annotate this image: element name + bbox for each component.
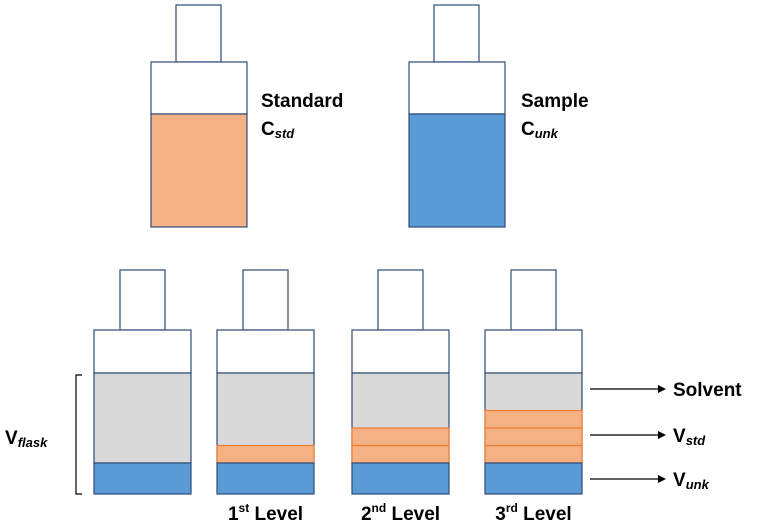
sample-bottle-liquid bbox=[408, 113, 506, 228]
sample-bottle-neck bbox=[433, 4, 480, 63]
sample-layer bbox=[484, 462, 583, 495]
flask-headspace bbox=[484, 329, 583, 374]
vunk-label: Vunk bbox=[673, 470, 710, 492]
standard-label: Standard bbox=[261, 91, 343, 112]
legend: Solvent Vstd Vunk bbox=[590, 380, 742, 492]
standard-concentration-label: Cstd bbox=[261, 119, 295, 141]
standard-bottle-headspace bbox=[150, 61, 248, 115]
solvent-arrow-head bbox=[658, 385, 666, 393]
standard-bottle-liquid bbox=[150, 113, 248, 228]
standard-bottle-neck bbox=[175, 4, 222, 63]
sample-label: Sample bbox=[521, 91, 589, 112]
flask-headspace bbox=[351, 329, 450, 374]
level-label: 3rd Level bbox=[495, 501, 571, 522]
flask-neck bbox=[119, 269, 166, 331]
level-label: 1st Level bbox=[228, 501, 303, 522]
vflask-bracket bbox=[75, 374, 82, 495]
standard-layer bbox=[484, 409, 583, 429]
flask-neck bbox=[510, 269, 557, 331]
flask-headspace bbox=[93, 329, 192, 374]
standard-layer bbox=[216, 444, 315, 464]
flask-neck bbox=[242, 269, 289, 331]
sample-bottle bbox=[408, 4, 506, 228]
standard-bottle bbox=[150, 4, 248, 228]
vstd-label: Vstd bbox=[673, 426, 706, 448]
standard-layer bbox=[484, 444, 583, 464]
standard-layer bbox=[351, 444, 450, 464]
solvent-layer bbox=[93, 372, 192, 464]
vstd-arrow-head bbox=[658, 431, 666, 439]
flask-headspace bbox=[216, 329, 315, 374]
standard-layer bbox=[484, 427, 583, 447]
vflask-label: Vflask bbox=[5, 428, 48, 450]
vunk-arrow-head bbox=[658, 475, 666, 483]
sample-layer bbox=[351, 462, 450, 495]
flask-series: 1st Level 2nd Level 3rd Level bbox=[93, 269, 583, 522]
sample-layer bbox=[93, 462, 192, 495]
sample-bottle-headspace bbox=[408, 61, 506, 115]
flask-neck bbox=[377, 269, 424, 331]
sample-layer bbox=[216, 462, 315, 495]
sample-concentration-label: Cunk bbox=[521, 119, 559, 141]
solvent-label: Solvent bbox=[673, 380, 742, 401]
level-label: 2nd Level bbox=[361, 501, 440, 522]
standard-layer bbox=[351, 427, 450, 447]
